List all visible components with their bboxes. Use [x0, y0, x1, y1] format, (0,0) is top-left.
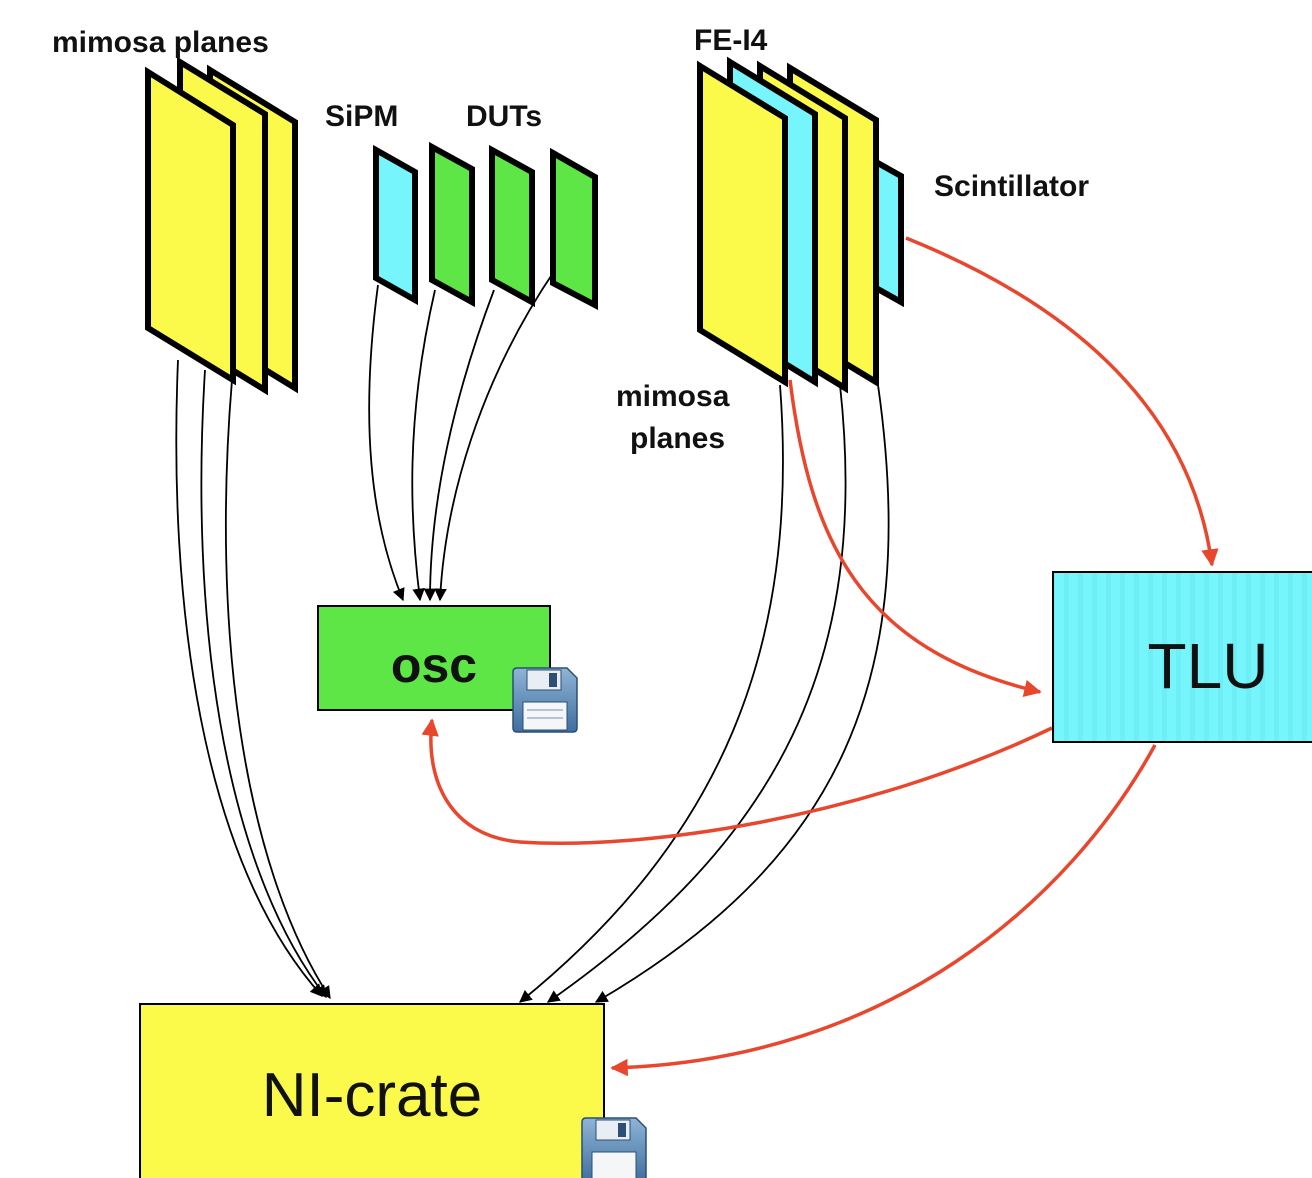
- wire-mimosa-left-1: [175, 359, 323, 997]
- osc-label: osc: [391, 637, 477, 693]
- dut-plane-1: [429, 141, 475, 308]
- mimosa-plane-right-1: [697, 60, 788, 388]
- black-wires: [175, 269, 890, 1003]
- wire-dut2-osc: [423, 289, 495, 602]
- sipm-plane: [373, 144, 418, 306]
- label-mimosa-planes-top: mimosa planes: [52, 26, 269, 59]
- wire-mimosa-left-2: [200, 369, 327, 998]
- mimosa-plane-left-1: [145, 66, 236, 386]
- wire-scintillator-tlu: [905, 236, 1219, 567]
- wire-tlu-osc: [421, 718, 1053, 845]
- wire-mimosa-right-3: [594, 384, 890, 1003]
- label-mimosa-right-line2: planes: [630, 422, 725, 455]
- floppy-disk-icon: [512, 667, 578, 733]
- label-sipm: SiPM: [325, 100, 398, 133]
- label-scintillator: Scintillator: [934, 170, 1089, 203]
- label-mimosa-right-line1: mimosa: [616, 380, 730, 413]
- dut-plane-2: [489, 144, 535, 308]
- fe-i4-stack: [697, 56, 904, 394]
- wire-tlu-nicrate: [610, 744, 1157, 1077]
- wire-dut1-osc: [411, 289, 436, 602]
- osc-box: osc: [317, 605, 551, 711]
- dut-plane-3: [550, 147, 598, 310]
- wire-mimosa-right-2: [546, 384, 847, 1003]
- ni-crate-box: NI-crate: [139, 1003, 605, 1178]
- wire-mimosa-right-1: [519, 384, 784, 1003]
- label-fe-i4: FE-I4: [694, 24, 768, 57]
- label-duts: DUTs: [466, 100, 542, 133]
- tlu-label: TLU: [1148, 630, 1269, 702]
- ni-crate-label: NI-crate: [262, 1061, 482, 1130]
- sipm-dut-planes: [373, 141, 598, 310]
- mimosa-planes-left: [145, 56, 298, 396]
- wire-dut3-osc: [434, 269, 556, 602]
- wire-fei4-tlu: [788, 379, 1042, 697]
- floppy-disk-icon: [581, 1117, 647, 1178]
- scintillator-plane: [873, 156, 904, 308]
- red-wires: [421, 236, 1219, 1077]
- tlu-box: TLU: [1052, 571, 1312, 743]
- wire-mimosa-left-3: [224, 379, 331, 1000]
- wire-sipm-osc: [368, 284, 405, 602]
